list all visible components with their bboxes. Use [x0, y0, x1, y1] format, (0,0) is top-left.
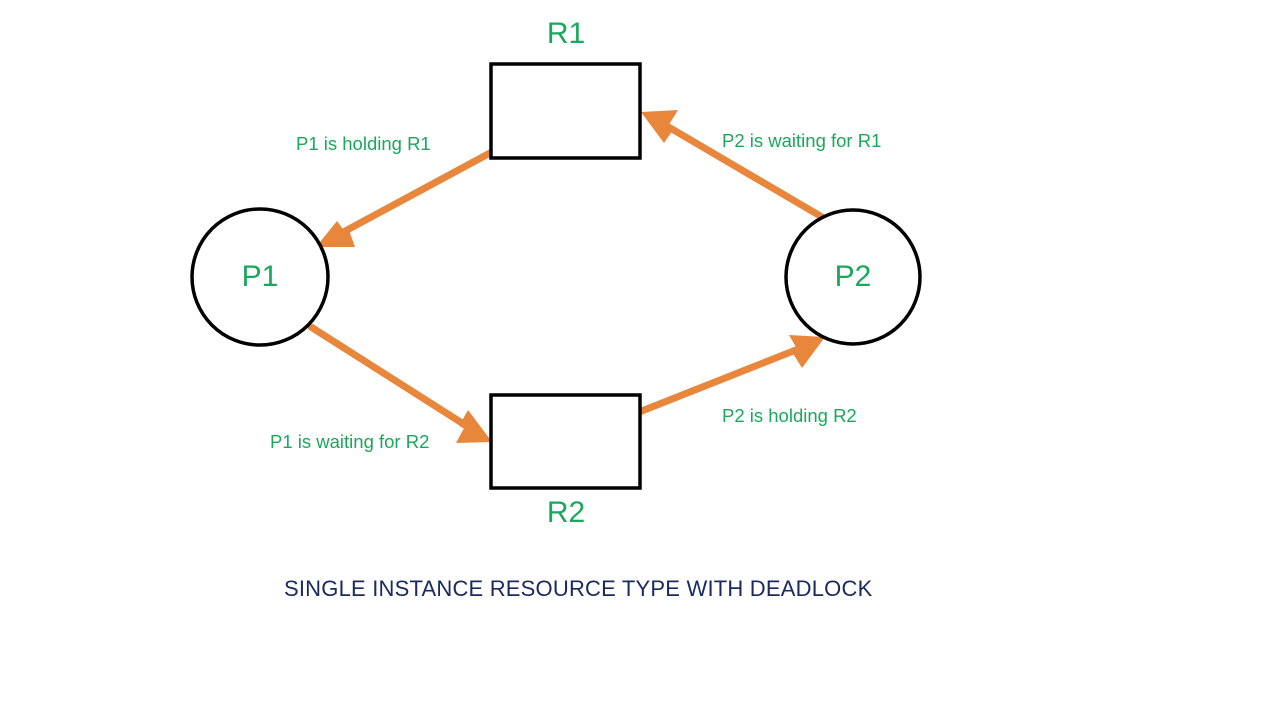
edge-label-p1-waiting-r2: P1 is waiting for R2 — [270, 431, 430, 452]
process-node-p2[interactable] — [784, 208, 922, 346]
resource-label-r2: R2 — [546, 496, 586, 529]
edge-line-p1-to-r2 — [307, 323, 477, 434]
edge-line-p2-to-r1 — [656, 118, 826, 221]
process-label-p1: P1 — [241, 260, 279, 293]
arrowhead-barb-p2-to-r1 — [641, 112, 675, 143]
resource-label-r1: R1 — [546, 17, 586, 50]
arrowhead-barb-r1-to-p1 — [316, 230, 355, 247]
diagram-caption: SINGLE INSTANCE RESOURCE TYPE WITH DEADL… — [284, 576, 873, 601]
arrowhead-barb-r2-to-p2 — [792, 337, 825, 368]
arrowhead-barb-p1-to-r2 — [459, 410, 492, 442]
process-label-p2: P2 — [834, 260, 872, 293]
edge-p2-to-r1 — [641, 110, 826, 221]
edge-label-p2-waiting-r1: P2 is waiting for R1 — [722, 130, 882, 151]
edge-label-p1-holding-r1: P1 is holding R1 — [296, 133, 431, 154]
process-node-p1[interactable] — [190, 207, 330, 347]
edge-p1-to-r2 — [307, 323, 492, 443]
resource-node-r2[interactable] — [489, 393, 642, 490]
edge-label-p2-holding-r2: P2 is holding R2 — [722, 405, 857, 426]
resource-node-r1[interactable] — [489, 62, 642, 160]
